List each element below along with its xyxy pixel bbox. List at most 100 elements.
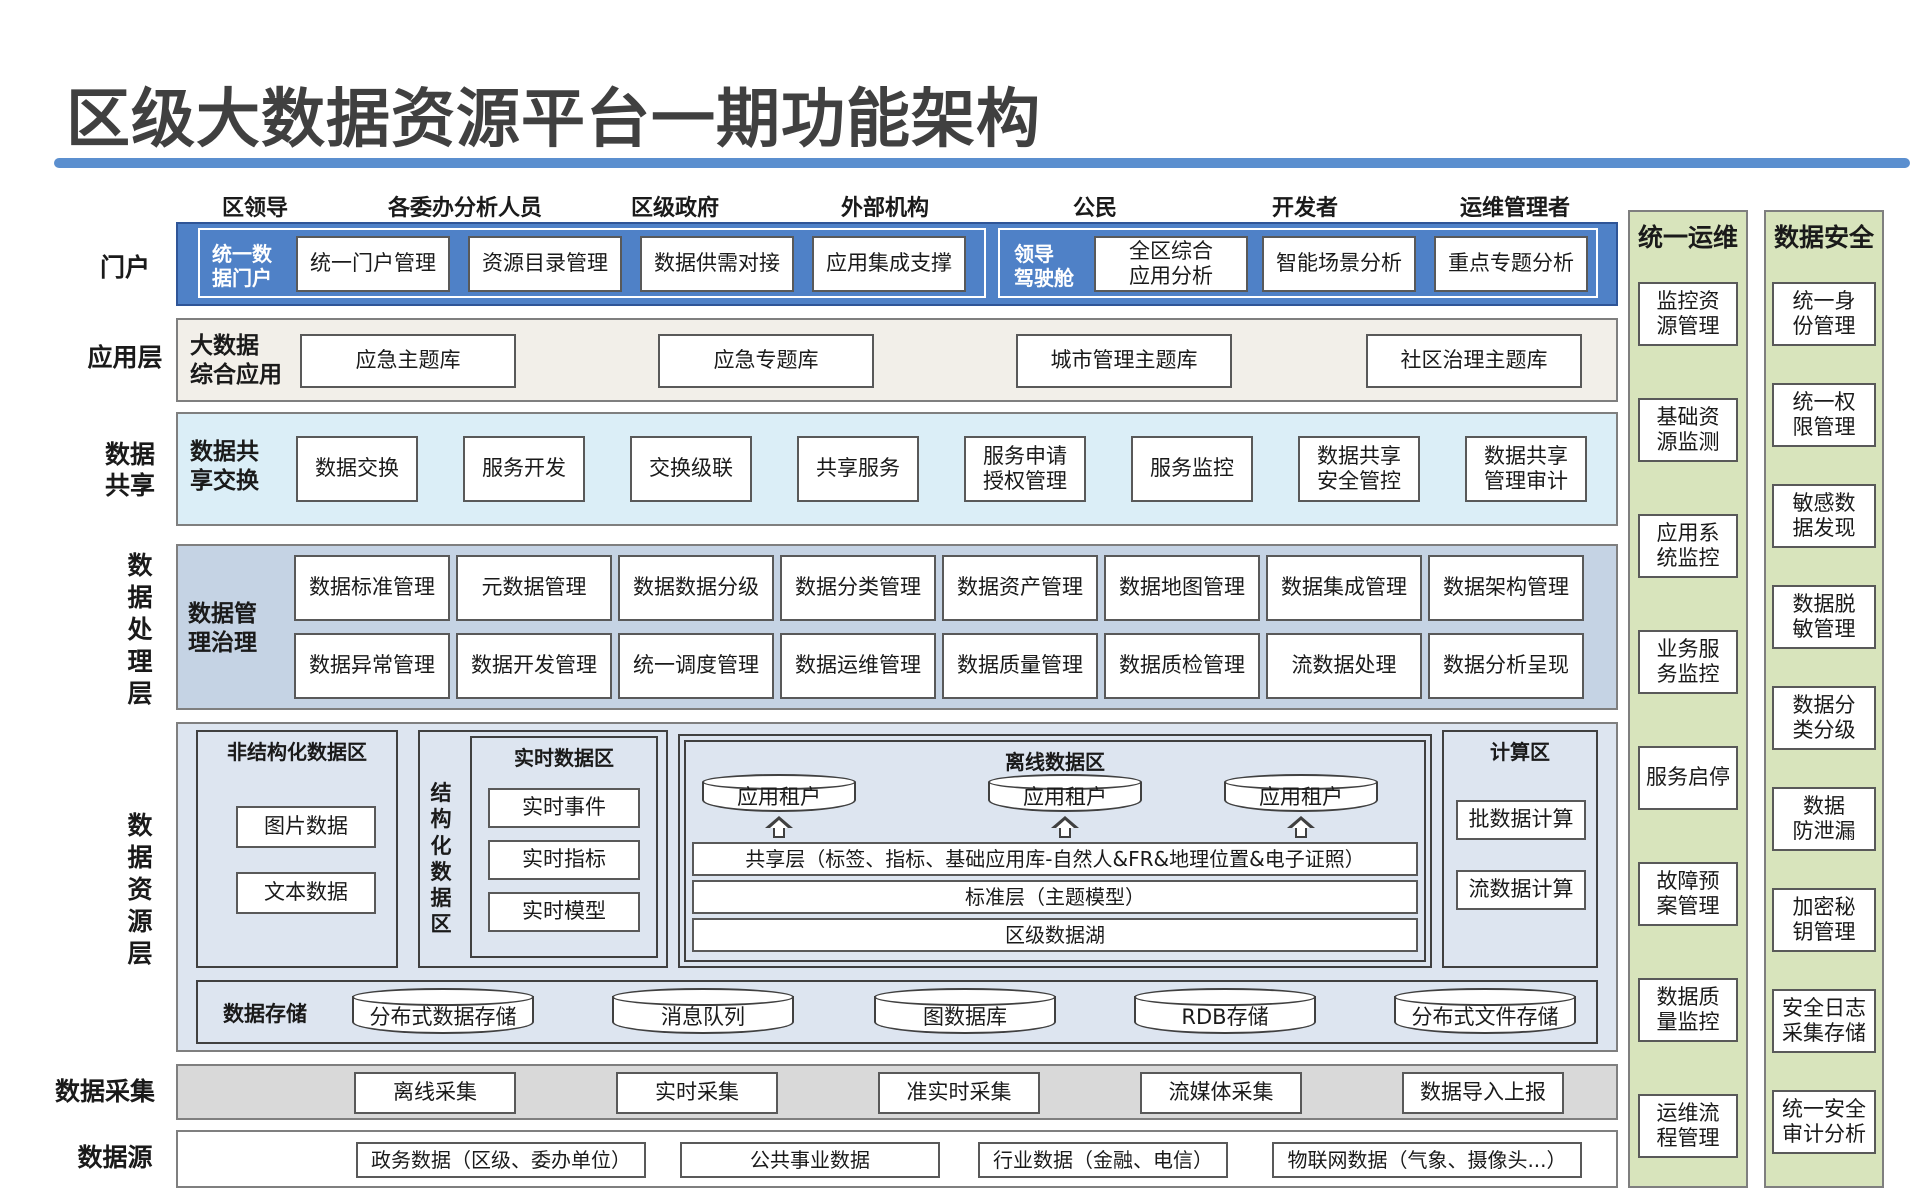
up-arrow-icon-stem	[1295, 828, 1307, 838]
role-label: 开发者	[1271, 196, 1338, 221]
source-item: 公共事业数据	[680, 1142, 940, 1178]
layer-label-collect: 数据采集	[54, 1077, 155, 1107]
layer-label-source: 数据源	[77, 1143, 153, 1173]
tenant-cylinder-top	[1224, 774, 1378, 790]
compute-zone	[1442, 730, 1598, 968]
source-item: 物联网数据（气象、摄像头...）	[1272, 1142, 1582, 1178]
security-item: 统一安全 审计分析	[1772, 1090, 1876, 1154]
storage-cylinder-top	[612, 988, 794, 1006]
role-label: 外部机构	[840, 196, 929, 221]
unstructured-zone	[196, 730, 398, 968]
process-item: 数据地图管理	[1104, 555, 1260, 621]
source-item: 政务数据（区级、委办单位）	[356, 1142, 646, 1178]
process-item: 数据分析呈现	[1428, 633, 1584, 699]
app-item: 应急专题库	[658, 334, 874, 388]
storage-tag: 数据存储	[223, 1002, 307, 1026]
layer-label-share: 数据 共享	[104, 439, 155, 500]
portal-group-unified-tag: 统一数 据门户	[212, 242, 272, 290]
process-item: 数据资产管理	[942, 555, 1098, 621]
share-item: 共享服务	[797, 436, 919, 502]
compute-item-batch: 批数据计算	[1456, 800, 1586, 840]
process-item: 流数据处理	[1266, 633, 1422, 699]
collect-item: 流媒体采集	[1140, 1072, 1302, 1114]
layer-label-app: 应用层	[87, 343, 163, 373]
collect-item: 准实时采集	[878, 1072, 1040, 1114]
realtime-title: 实时数据区	[514, 746, 614, 770]
process-item: 数据分类管理	[780, 555, 936, 621]
storage-item: RDB存储	[1181, 1005, 1269, 1029]
security-item: 数据 防泄漏	[1772, 787, 1876, 851]
process-item: 数据异常管理	[294, 633, 450, 699]
security-item: 敏感数 据发现	[1772, 484, 1876, 548]
share-item: 服务开发	[463, 436, 585, 502]
security-item: 数据脱 敏管理	[1772, 585, 1876, 649]
portal-item: 重点专题分析	[1434, 236, 1588, 292]
compute-title: 计算区	[1490, 740, 1550, 764]
storage-cylinder-top	[1134, 988, 1316, 1006]
app-item: 城市管理主题库	[1016, 334, 1232, 388]
unstructured-item-text: 文本数据	[236, 872, 376, 914]
portal-item: 智能场景分析	[1262, 236, 1416, 292]
storage-item: 图数据库	[923, 1005, 1007, 1029]
share-item: 数据共享 安全管控	[1298, 436, 1420, 502]
unstructured-title: 非结构化数据区	[227, 740, 367, 764]
security-item: 安全日志 采集存储	[1772, 989, 1876, 1053]
process-item: 数据架构管理	[1428, 555, 1584, 621]
process-item: 数据质量管理	[942, 633, 1098, 699]
storage-item: 分布式文件存储	[1411, 1005, 1559, 1029]
ops-item: 服务启停	[1638, 746, 1738, 810]
up-arrow-icon-stem	[773, 828, 785, 838]
ops-title: 统一运维	[1637, 223, 1738, 252]
portal-item: 资源目录管理	[468, 236, 622, 292]
process-item: 数据运维管理	[780, 633, 936, 699]
share-tag: 数据共 享交换	[190, 439, 259, 494]
security-item: 统一权 限管理	[1772, 383, 1876, 447]
process-item: 数据集成管理	[1266, 555, 1422, 621]
security-item: 统一身 份管理	[1772, 282, 1876, 346]
tenant-label: 应用租户	[1023, 785, 1107, 809]
share-item: 服务申请 授权管理	[964, 436, 1086, 502]
portal-item: 统一门户管理	[296, 236, 450, 292]
up-arrow-icon-inner	[1292, 820, 1310, 828]
unstructured-item-image: 图片数据	[236, 806, 376, 848]
realtime-item-metrics: 实时指标	[488, 840, 640, 880]
process-item: 数据开发管理	[456, 633, 612, 699]
up-arrow-icon-inner	[770, 820, 788, 828]
ops-item: 业务服 务监控	[1638, 630, 1738, 694]
role-label: 运维管理者	[1459, 196, 1570, 221]
collect-item: 数据导入上报	[1402, 1072, 1564, 1114]
storage-cylinder-top	[352, 988, 534, 1006]
collect-item: 实时采集	[616, 1072, 778, 1114]
layer-label-portal: 门户	[99, 253, 150, 283]
offline-layer-lake: 区级数据湖	[692, 918, 1418, 952]
storage-item: 消息队列	[661, 1005, 745, 1029]
ops-item: 数据质 量监控	[1638, 978, 1738, 1042]
share-item: 数据共享 管理审计	[1465, 436, 1587, 502]
role-label: 区领导	[221, 196, 288, 221]
process-tag: 数据管 理治理	[188, 601, 257, 656]
offline-layer-shared: 共享层（标签、指标、基础应用库-自然人&FR&地理位置&电子证照）	[692, 842, 1418, 876]
tenant-cylinder-top	[702, 774, 856, 790]
compute-item-stream: 流数据计算	[1456, 870, 1586, 910]
role-label: 公民	[1072, 196, 1117, 221]
tenant-cylinder-top	[988, 774, 1142, 790]
portal-item: 数据供需对接	[640, 236, 794, 292]
ops-item: 运维流 程管理	[1638, 1094, 1738, 1158]
app-item: 社区治理主题库	[1366, 334, 1582, 388]
ops-item: 监控资 源管理	[1638, 282, 1738, 346]
up-arrow-icon-inner	[1056, 820, 1074, 828]
share-item: 数据交换	[296, 436, 418, 502]
offline-layer-standard: 标准层（主题模型）	[692, 880, 1418, 914]
tenant-label: 应用租户	[737, 785, 821, 809]
realtime-item-models: 实时模型	[488, 892, 640, 932]
collect-item: 离线采集	[354, 1072, 516, 1114]
storage-item: 分布式数据存储	[369, 1005, 517, 1029]
ops-item: 应用系 统监控	[1638, 514, 1738, 578]
process-item: 数据数据分级	[618, 555, 774, 621]
role-label: 各委办分析人员	[387, 196, 542, 221]
up-arrow-icon-stem	[1059, 828, 1071, 838]
ops-item: 基础资 源监测	[1638, 398, 1738, 462]
process-item: 数据质检管理	[1104, 633, 1260, 699]
process-item: 统一调度管理	[618, 633, 774, 699]
portal-item: 全区综合 应用分析	[1094, 236, 1248, 292]
